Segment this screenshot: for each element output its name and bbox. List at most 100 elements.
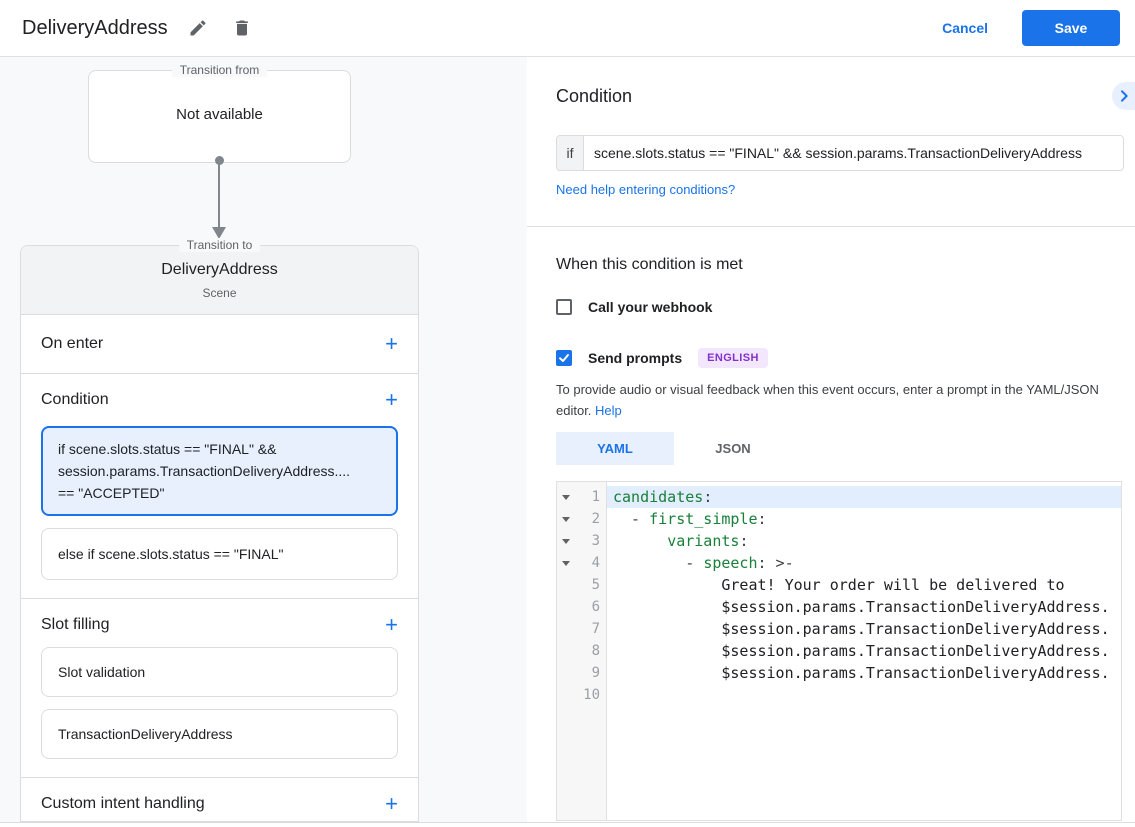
top-bar: DeliveryAddress Cancel Save [0, 0, 1135, 57]
checkmark-icon [558, 352, 570, 364]
gutter-row: 5 [557, 574, 606, 596]
condition-detail-panel: Condition if Need help entering conditio… [527, 57, 1135, 822]
delete-scene-button[interactable] [228, 14, 256, 42]
condition-expression-group: if [556, 135, 1124, 171]
scene-card-header: DeliveryAddress Scene [21, 246, 418, 315]
code-line[interactable]: $session.params.TransactionDeliveryAddre… [613, 620, 1110, 638]
tab-yaml[interactable]: YAML [556, 432, 674, 465]
add-custom-intent-button[interactable]: + [385, 791, 398, 816]
send-prompts-checkbox-row: Send prompts ENGLISH [556, 348, 768, 368]
editor-gutter: 1 2 3 4 5 6 7 8 9 10 [557, 482, 607, 820]
code-line[interactable]: candidates: [607, 486, 1121, 508]
webhook-checkbox[interactable] [556, 299, 572, 315]
language-badge: ENGLISH [698, 348, 768, 368]
add-slot-button[interactable]: + [385, 612, 398, 637]
connector-dot [215, 156, 224, 165]
chevron-right-icon [1116, 88, 1132, 104]
transition-to-label: Transition to [178, 238, 261, 252]
pencil-icon [188, 18, 208, 38]
if-prefix-label: if [557, 136, 584, 170]
when-met-heading: When this condition is met [556, 256, 743, 273]
cancel-button[interactable]: Cancel [942, 20, 988, 36]
help-link[interactable]: Help [595, 403, 622, 418]
condition-expression-input[interactable] [584, 136, 1123, 170]
connector-arrowhead-icon [212, 227, 226, 239]
condition-line: if scene.slots.status == "FINAL" && [58, 441, 277, 457]
send-prompts-checkbox[interactable] [556, 350, 572, 366]
gutter-row: 1 [557, 486, 606, 508]
section-on-enter: On enter + [21, 315, 418, 374]
gutter-row: 6 [557, 596, 606, 618]
gutter-row: 10 [557, 684, 606, 706]
gutter-row: 4 [557, 552, 606, 574]
webhook-checkbox-row: Call your webhook [556, 299, 712, 315]
gutter-row: 7 [557, 618, 606, 640]
transition-from-box[interactable]: Transition from Not available [88, 63, 351, 163]
slot-filling-label: Slot filling [41, 616, 110, 633]
code-line[interactable]: $session.params.TransactionDeliveryAddre… [613, 664, 1110, 682]
code-line[interactable]: - speech: >- [613, 554, 794, 572]
on-enter-label: On enter [41, 335, 104, 352]
condition-line: session.params.TransactionDeliveryAddres… [58, 463, 351, 479]
transition-from-content: Not available [176, 106, 263, 123]
yaml-code-editor[interactable]: 1 2 3 4 5 6 7 8 9 10 candidates: - first_simple: … [556, 481, 1122, 821]
fold-arrow-icon[interactable] [557, 538, 575, 544]
condition-section-label: Condition [41, 391, 109, 408]
condition-card-else[interactable]: else if scene.slots.status == "FINAL" [41, 528, 398, 580]
condition-help-link[interactable]: Need help entering conditions? [556, 182, 736, 197]
condition-panel-heading: Condition [556, 86, 633, 106]
line-number: 5 [591, 577, 600, 593]
panel-divider [527, 226, 1135, 227]
prompt-description-text: To provide audio or visual feedback when… [556, 382, 1099, 418]
flow-diagram-panel: Transition from Not available Transition… [0, 57, 527, 822]
gutter-row: 8 [557, 640, 606, 662]
condition-line: else if scene.slots.status == "FINAL" [58, 546, 284, 562]
code-line[interactable]: - first_simple: [613, 510, 767, 528]
send-prompts-label: Send prompts [588, 350, 683, 366]
add-on-enter-button[interactable]: + [385, 331, 398, 356]
condition-card-selected[interactable]: if scene.slots.status == "FINAL" && sess… [41, 426, 398, 516]
gutter-row: 3 [557, 530, 606, 552]
fold-arrow-icon[interactable] [557, 516, 575, 522]
edit-title-button[interactable] [184, 14, 212, 42]
code-line[interactable]: $session.params.TransactionDeliveryAddre… [613, 642, 1110, 660]
section-condition: Condition + if scene.slots.status == "FI… [21, 374, 418, 599]
code-line[interactable]: $session.params.TransactionDeliveryAddre… [613, 598, 1110, 616]
fold-arrow-icon[interactable] [557, 560, 575, 566]
line-number: 2 [591, 511, 600, 527]
bottom-edge [0, 822, 1135, 827]
section-custom-intent: Custom intent handling + [21, 778, 418, 827]
editor-tabs: YAML JSON [556, 432, 792, 465]
gutter-row: 2 [557, 508, 606, 530]
custom-intent-label: Custom intent handling [41, 795, 205, 812]
editor-code[interactable]: candidates: - first_simple: variants: - … [607, 482, 1121, 820]
line-number: 9 [591, 665, 600, 681]
fold-arrow-icon[interactable] [557, 494, 575, 500]
line-number: 6 [591, 599, 600, 615]
line-number: 1 [591, 489, 600, 505]
condition-line: == "ACCEPTED" [58, 485, 165, 501]
tab-json[interactable]: JSON [674, 432, 792, 465]
code-line[interactable]: Great! Your order will be delivered to [613, 576, 1065, 594]
save-button[interactable]: Save [1022, 10, 1120, 46]
webhook-label: Call your webhook [588, 299, 713, 315]
code-line[interactable] [607, 684, 1121, 706]
slot-transaction-card[interactable]: TransactionDeliveryAddress [41, 709, 398, 759]
line-number: 4 [591, 555, 600, 571]
page-title: DeliveryAddress [22, 16, 168, 39]
code-line[interactable]: variants: [667, 532, 749, 550]
scene-type-label: Scene [202, 286, 237, 300]
transition-from-label: Transition from [171, 63, 268, 77]
prompt-description: To provide audio or visual feedback when… [556, 379, 1134, 421]
collapse-panel-button[interactable] [1112, 82, 1135, 110]
line-number: 7 [591, 621, 600, 637]
slot-validation-card[interactable]: Slot validation [41, 647, 398, 697]
trash-icon [232, 18, 252, 38]
line-number: 3 [591, 533, 600, 549]
connector-line [218, 161, 220, 227]
section-slot-filling: Slot filling + Slot validation Transacti… [21, 599, 418, 778]
line-number: 8 [591, 643, 600, 659]
add-condition-button[interactable]: + [385, 387, 398, 412]
scene-name: DeliveryAddress [161, 261, 278, 278]
